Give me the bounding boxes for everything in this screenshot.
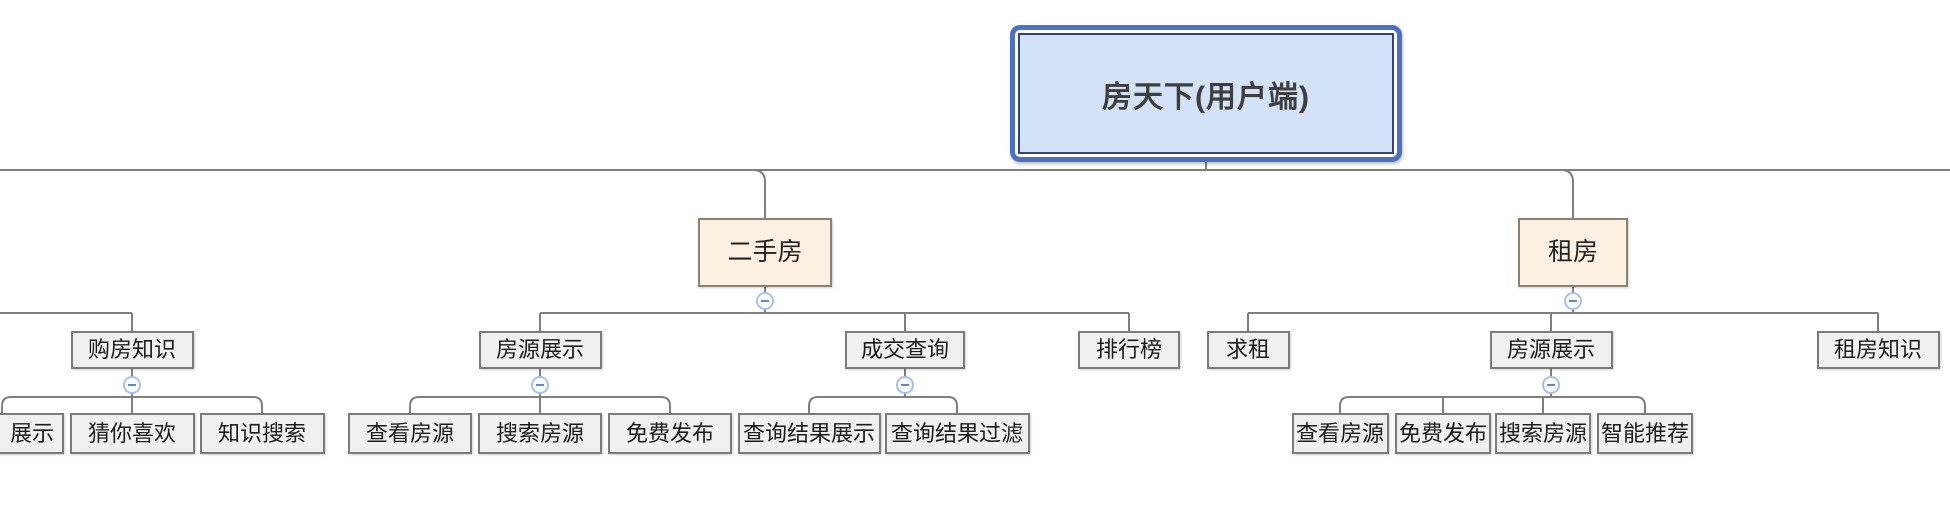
node-goufang_zhishi[interactable]: 购房知识 — [70, 331, 194, 369]
node-zhanshi_cut[interactable]: 展示 — [0, 413, 64, 454]
node-sousuo_fangyuan_zf[interactable]: 搜索房源 — [1495, 413, 1591, 454]
collapse-icon-ershoufang[interactable] — [756, 292, 774, 310]
node-chakan_fangyuan_esf[interactable]: 查看房源 — [348, 413, 472, 454]
node-zhishi_sousuo[interactable]: 知识搜索 — [199, 413, 325, 454]
node-chaxun_jieguo_zhanshi[interactable]: 查询结果展示 — [737, 413, 881, 454]
root-node-fangtianxia[interactable]: 房天下(用户端) — [1010, 25, 1402, 162]
node-sousuo_fangyuan_esf[interactable]: 搜索房源 — [478, 413, 602, 454]
node-zufang[interactable]: 租房 — [1518, 218, 1628, 287]
node-paihangbang[interactable]: 排行榜 — [1078, 331, 1180, 369]
collapse-icon-zufang[interactable] — [1564, 292, 1582, 310]
node-qiuzu[interactable]: 求租 — [1206, 331, 1290, 369]
root-node-body: 房天下(用户端) — [1018, 33, 1394, 154]
node-chaxun_jieguo_guolv[interactable]: 查询结果过滤 — [884, 413, 1030, 454]
node-chengjiao_chaxun[interactable]: 成交查询 — [845, 331, 965, 369]
minus-icon — [1547, 384, 1555, 386]
root-label: 房天下(用户端) — [1102, 80, 1310, 114]
node-fangyuan_zhanshi_esf[interactable]: 房源展示 — [478, 331, 602, 369]
node-mianfei_fabu_esf[interactable]: 免费发布 — [608, 413, 732, 454]
minus-icon — [1569, 300, 1577, 302]
minus-icon — [536, 384, 544, 386]
minus-icon — [128, 384, 136, 386]
node-fangyuan_zhanshi_zf[interactable]: 房源展示 — [1489, 331, 1613, 369]
minus-icon — [761, 300, 769, 302]
node-ershoufang[interactable]: 二手房 — [698, 218, 832, 287]
node-cainixihuan[interactable]: 猜你喜欢 — [69, 413, 195, 454]
node-zhineng_tuijian[interactable]: 智能推荐 — [1597, 413, 1693, 454]
collapse-icon-fangyuan_zhanshi_esf[interactable] — [531, 376, 549, 394]
collapse-icon-goufang_zhishi[interactable] — [123, 376, 141, 394]
minus-icon — [901, 384, 909, 386]
collapse-icon-fangyuan_zhanshi_zf[interactable] — [1542, 376, 1560, 394]
collapse-icon-chengjiao_chaxun[interactable] — [896, 376, 914, 394]
node-mianfei_fabu_zf[interactable]: 免费发布 — [1395, 413, 1491, 454]
node-chakan_fangyuan_zf[interactable]: 查看房源 — [1291, 413, 1389, 454]
node-zufang_zhishi[interactable]: 租房知识 — [1816, 331, 1940, 369]
